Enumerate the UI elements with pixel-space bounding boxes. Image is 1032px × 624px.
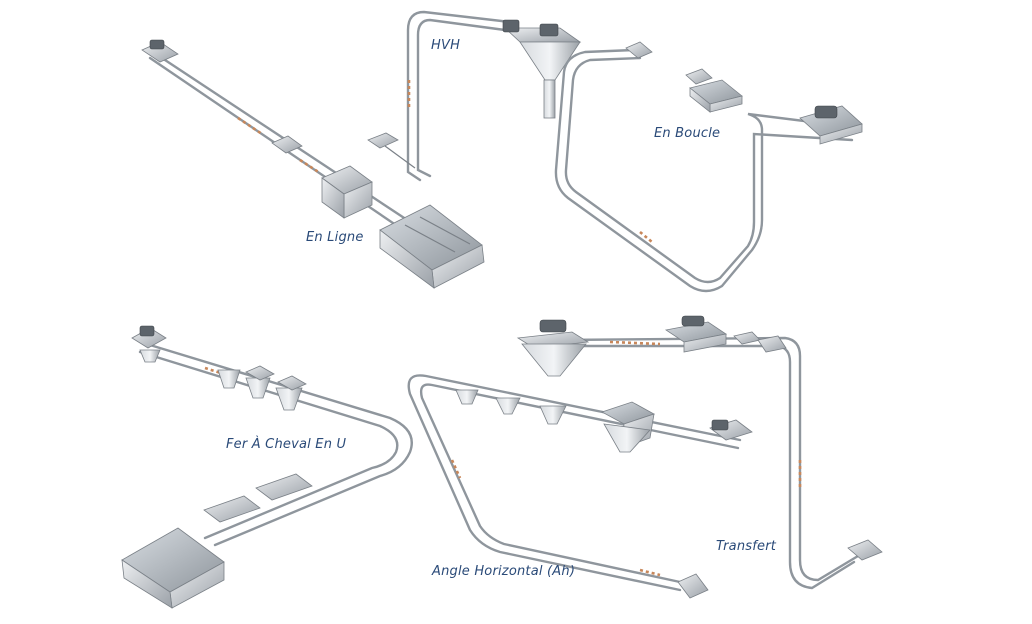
loop-discharge-box — [689, 79, 743, 113]
label-en-boucle: En Boucle — [654, 126, 721, 141]
inlet-box — [625, 41, 653, 59]
transfert-conveyor — [516, 315, 883, 590]
discharge-box — [677, 573, 709, 599]
hvh-conveyor — [367, 10, 582, 182]
hvh-inlet — [367, 132, 416, 169]
inlet-box — [271, 135, 303, 154]
drive-unit — [131, 325, 167, 363]
drive-unit — [709, 419, 753, 441]
label-hvh: HVH — [431, 38, 461, 53]
hvh-hopper — [502, 19, 582, 119]
label-fer-a-cheval: Fer À Cheval En U — [226, 437, 347, 452]
inlet-hopper — [321, 165, 373, 219]
receiving-bin — [121, 527, 225, 609]
inlet-box — [757, 335, 787, 353]
en-boucle-conveyor — [554, 41, 863, 293]
label-transfert: Transfert — [716, 539, 777, 554]
drive-unit — [664, 315, 728, 353]
inlet-box — [685, 68, 713, 85]
en-ligne-conveyor — [141, 39, 485, 289]
hopper-outlets — [217, 365, 307, 411]
discharge-box — [847, 539, 883, 561]
fer-a-cheval-conveyor — [121, 325, 413, 609]
label-en-ligne: En Ligne — [306, 230, 364, 245]
transfer-hopper — [516, 319, 590, 377]
inlet-troughs — [203, 473, 313, 523]
drive-unit — [799, 105, 863, 145]
intermediate-bin — [601, 401, 655, 453]
label-angle-horizontal: Angle Horizontal (Ah) — [432, 564, 576, 579]
receiving-bin — [379, 204, 485, 289]
inlet-box — [733, 331, 761, 345]
hopper-outlets — [455, 389, 567, 425]
drive-unit — [141, 39, 179, 63]
angle-horizontal-conveyor — [407, 374, 753, 599]
